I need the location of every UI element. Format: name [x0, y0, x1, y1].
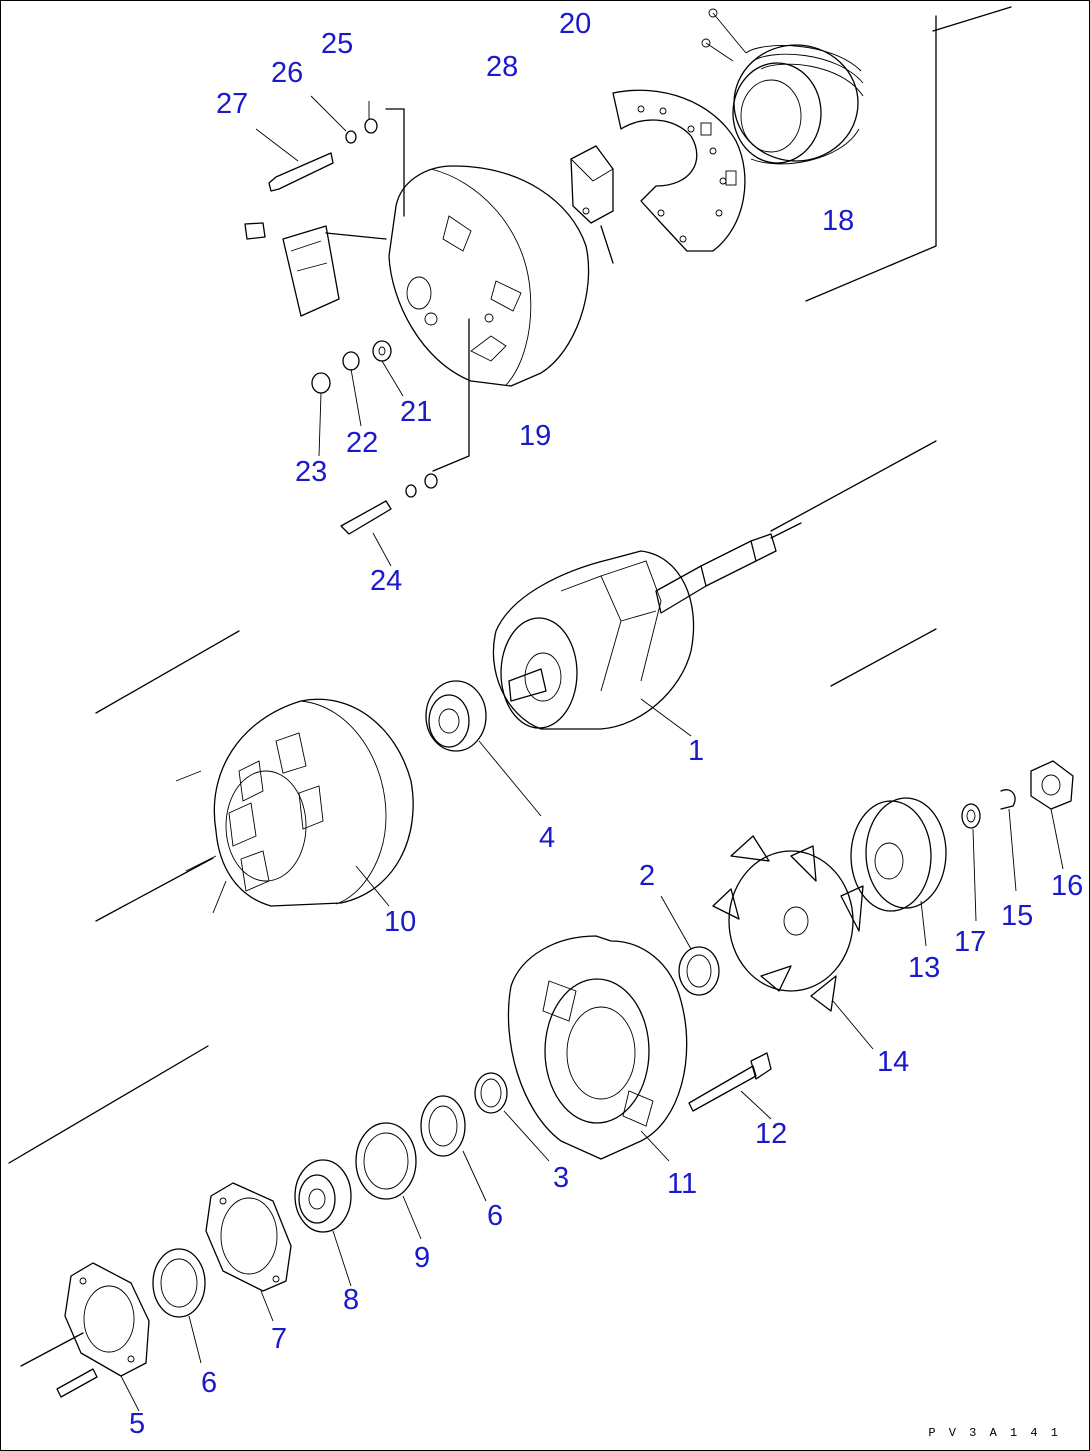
callout-26: 26: [271, 57, 304, 89]
callout-25: 25: [321, 28, 354, 60]
callout-18: 18: [822, 205, 855, 237]
callout-11: 11: [667, 1168, 698, 1200]
cover-plate: [244, 222, 387, 317]
callout-8: 8: [343, 1284, 360, 1316]
callout-19: 19: [519, 420, 552, 452]
part-8-bearing: [294, 1159, 352, 1287]
callout-16: 16: [1051, 870, 1084, 902]
callout-23: 23: [295, 456, 328, 488]
drawing-code: P V 3 A 1 4 1: [928, 1426, 1061, 1440]
callout-12: 12: [755, 1118, 788, 1150]
front-fasteners: [961, 760, 1074, 922]
callout-13: 13: [908, 952, 941, 984]
part-12-bolt: [688, 1052, 772, 1120]
callout-1: 1: [688, 735, 705, 767]
callout-15: 15: [1001, 900, 1034, 932]
callout-6-lower: 6: [201, 1367, 218, 1399]
part-14-fan: [712, 835, 874, 1050]
part-4-bearing: [425, 680, 542, 817]
callout-5: 5: [129, 1408, 146, 1440]
part-10-stator: [175, 698, 414, 914]
part-18-coil: [701, 8, 864, 165]
callout-6-upper: 6: [487, 1200, 504, 1232]
part-9-washer: [355, 1122, 422, 1240]
callout-21: 21: [400, 396, 433, 428]
fasteners-rear: [255, 95, 438, 567]
part-6-seal-lower: [152, 1248, 206, 1364]
part-2-ring: [660, 895, 720, 996]
callout-14: 14: [877, 1046, 910, 1078]
part-5-cover: [56, 1262, 150, 1412]
part-13-pulley: [850, 797, 947, 947]
callout-28: 28: [486, 51, 519, 83]
part-20-rectifier: [612, 89, 746, 252]
callout-22: 22: [346, 427, 379, 459]
callout-17: 17: [954, 926, 987, 958]
part-1-rotor: [492, 522, 802, 737]
axis-lines: [8, 6, 1012, 1367]
callout-7: 7: [271, 1323, 288, 1355]
callout-10: 10: [384, 906, 417, 938]
callout-4: 4: [539, 822, 556, 854]
callout-9: 9: [414, 1242, 431, 1274]
part-28-brush-holder: [570, 145, 614, 264]
callout-20: 20: [559, 8, 592, 40]
callout-24: 24: [370, 565, 403, 597]
part-7-retainer: [205, 1182, 292, 1322]
callout-27: 27: [216, 88, 249, 120]
part-11-front-frame: [507, 935, 688, 1162]
part-19-rear-frame: [385, 108, 590, 472]
callout-3: 3: [553, 1162, 570, 1194]
part-6-seal-upper: [420, 1095, 487, 1202]
callout-2: 2: [639, 860, 656, 892]
part-3-ring: [474, 1072, 550, 1162]
